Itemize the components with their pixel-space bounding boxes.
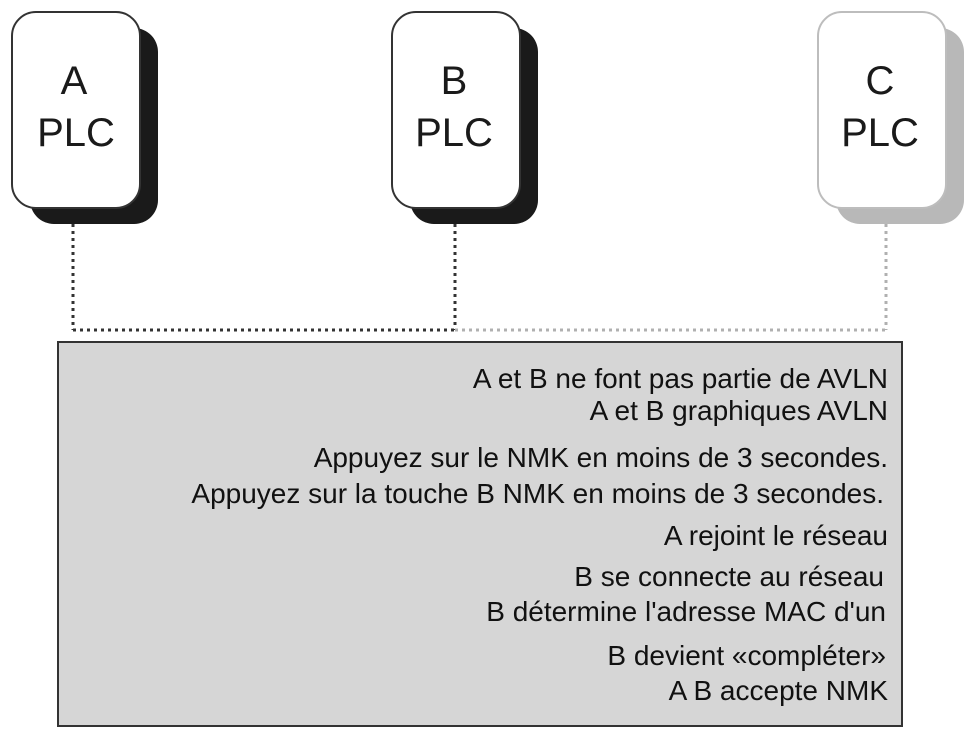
plc-node-a-box	[11, 11, 141, 209]
plc-node-a: A PLC	[11, 11, 158, 224]
step-6: B se connecte au réseau	[574, 561, 884, 592]
step-1: A et B ne font pas partie de AVLN	[473, 363, 888, 394]
plc-node-c-letter: C	[866, 59, 895, 103]
steps-box: A et B ne font pas partie de AVLN A et B…	[57, 341, 903, 727]
step-5: A rejoint le réseau	[664, 520, 888, 551]
step-2: A et B graphiques AVLN	[590, 395, 888, 426]
plc-node-a-letter: A	[61, 59, 88, 103]
plc-node-b: B PLC	[391, 11, 538, 224]
steps-box-background	[57, 341, 903, 727]
step-9: A B accepte NMK	[669, 675, 889, 706]
step-8: B devient «compléter»	[607, 640, 886, 671]
plc-node-b-letter: B	[441, 59, 468, 103]
step-7: B détermine l'adresse MAC d'un	[486, 596, 886, 627]
connection-lines	[71, 224, 888, 332]
plc-node-c-type: PLC	[841, 111, 919, 155]
plc-node-c: C PLC	[817, 11, 964, 224]
step-4: Appuyez sur la touche B NMK en moins de …	[191, 478, 884, 509]
plc-node-b-box	[391, 11, 521, 209]
plc-node-c-box	[817, 11, 947, 209]
plc-node-a-type: PLC	[37, 111, 115, 155]
plc-node-b-type: PLC	[415, 111, 493, 155]
step-3: Appuyez sur le NMK en moins de 3 seconde…	[314, 442, 888, 473]
